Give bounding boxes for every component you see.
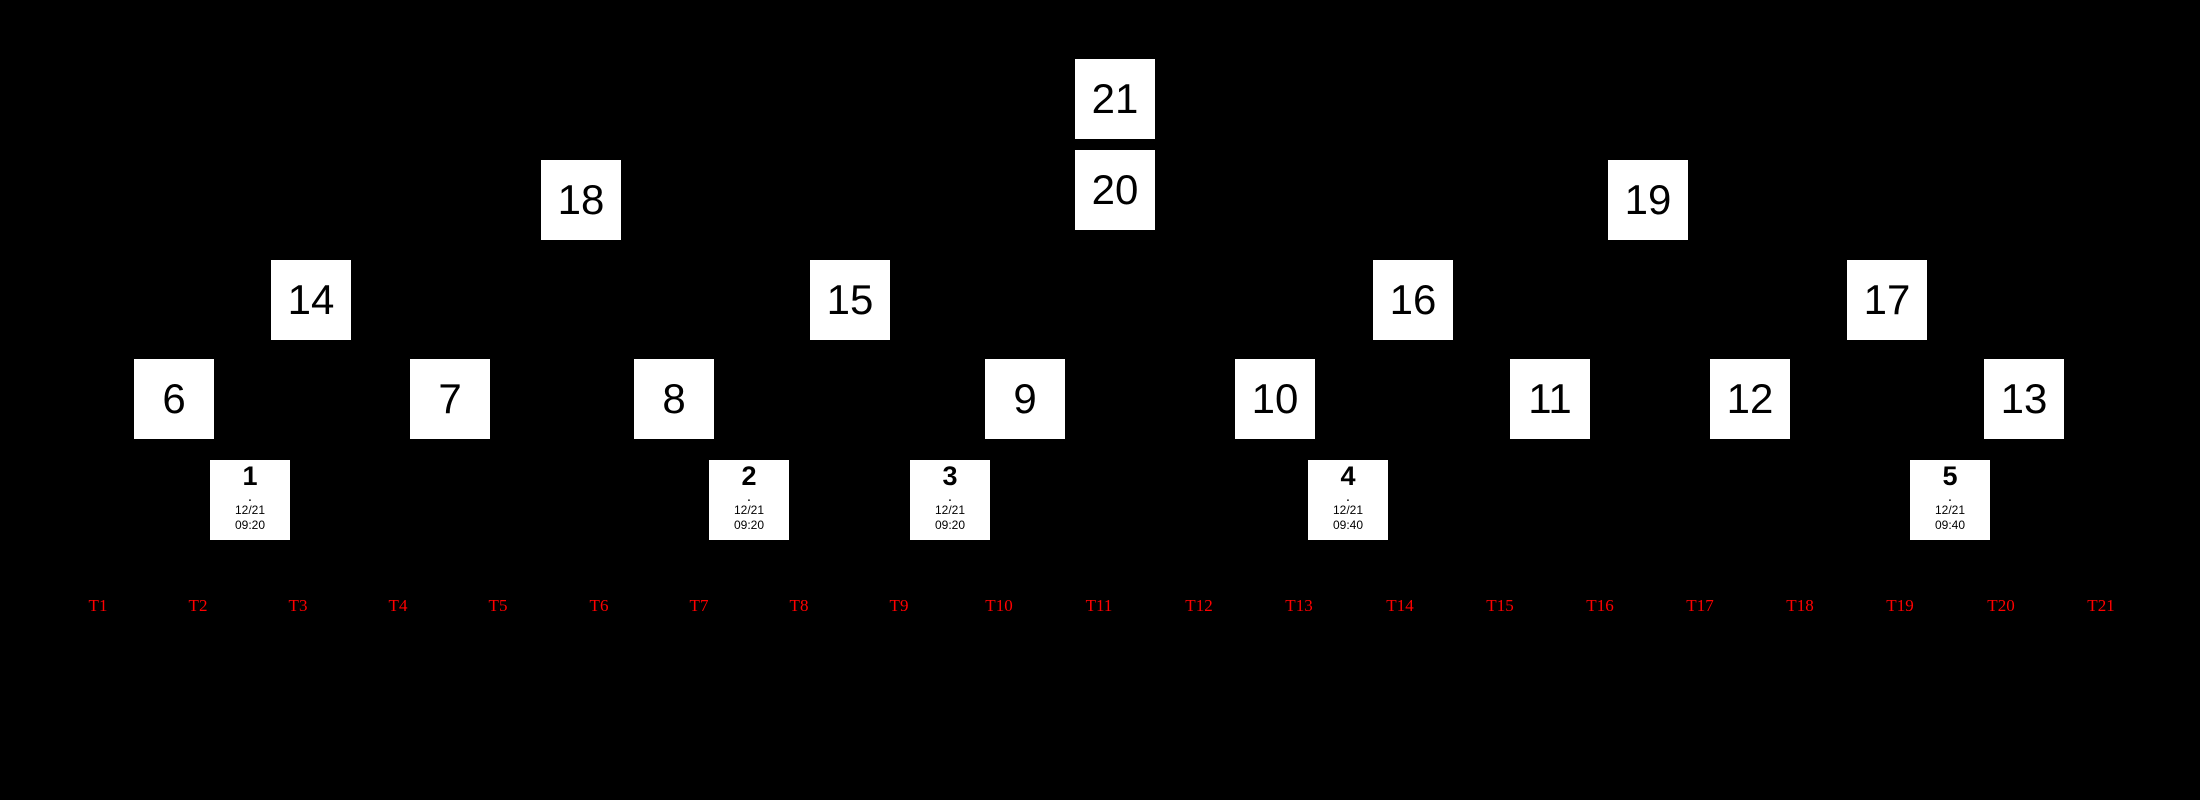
node-10-number: 10 [1251, 375, 1299, 422]
tree-node-17: 17 [1847, 260, 1927, 340]
x-tick-T3: T3 [288, 596, 308, 615]
x-tick-T2: T2 [188, 596, 208, 615]
node-2-time: 09:20 [733, 518, 765, 532]
x-tick-T8: T8 [789, 596, 809, 615]
x-tick-T18: T18 [1786, 596, 1814, 615]
x-tick-T19: T19 [1886, 596, 1914, 615]
node-4-time: 09:40 [1332, 518, 1364, 532]
tree-node-9: 9 [985, 359, 1065, 439]
tree-node-19: 19 [1608, 160, 1688, 240]
node-5-number: 5 [1942, 461, 1958, 491]
node-4-number: 4 [1340, 461, 1356, 491]
node-5-dot: . [1947, 488, 1953, 505]
node-1-time: 09:20 [234, 518, 266, 532]
node-5-date: 12/21 [1934, 503, 1966, 517]
x-tick-T13: T13 [1285, 596, 1313, 615]
tree-node-11: 11 [1510, 359, 1590, 439]
node-1-dot: . [247, 488, 253, 505]
node-19-number: 19 [1624, 176, 1672, 223]
node-1-number: 1 [242, 461, 258, 491]
node-7-number: 7 [438, 375, 462, 422]
node-20-number: 20 [1091, 166, 1139, 213]
tree-node-16: 16 [1373, 260, 1453, 340]
x-tick-T4: T4 [388, 596, 408, 615]
node-2-dot: . [746, 488, 752, 505]
x-tick-T21: T21 [2087, 596, 2115, 615]
tree-node-20: 20 [1075, 150, 1155, 230]
node-18-number: 18 [557, 176, 605, 223]
node-6-number: 6 [162, 375, 186, 422]
tree-node-10: 10 [1235, 359, 1315, 439]
node-4-date: 12/21 [1332, 503, 1364, 517]
node-16-number: 16 [1389, 276, 1437, 323]
tree-node-18: 18 [541, 160, 621, 240]
tree-node-14: 14 [271, 260, 351, 340]
tree-node-15: 15 [810, 260, 890, 340]
node-4-dot: . [1345, 488, 1351, 505]
node-3-dot: . [947, 488, 953, 505]
x-tick-T11: T11 [1085, 596, 1113, 615]
tree-node-8: 8 [634, 359, 714, 439]
x-tick-T20: T20 [1987, 596, 2015, 615]
tree-node-21: 21 [1075, 59, 1155, 139]
x-tick-T9: T9 [889, 596, 909, 615]
node-12-number: 12 [1726, 375, 1774, 422]
tree-node-12: 12 [1710, 359, 1790, 439]
x-tick-T1: T1 [88, 596, 108, 615]
node-9-number: 9 [1013, 375, 1037, 422]
x-tick-T5: T5 [488, 596, 508, 615]
tree-node-6: 6 [134, 359, 214, 439]
node-15-number: 15 [826, 276, 874, 323]
tree-node-7: 7 [410, 359, 490, 439]
node-11-number: 11 [1528, 375, 1572, 422]
x-tick-T16: T16 [1586, 596, 1614, 615]
node-2-number: 2 [741, 461, 757, 491]
node-13-number: 13 [2000, 375, 2048, 422]
node-8-number: 8 [662, 375, 686, 422]
x-tick-T6: T6 [589, 596, 609, 615]
x-tick-T17: T17 [1686, 596, 1714, 615]
node-3-number: 3 [942, 461, 958, 491]
x-tick-T12: T12 [1185, 596, 1213, 615]
node-3-date: 12/21 [934, 503, 966, 517]
x-tick-T15: T15 [1486, 596, 1514, 615]
node-21-number: 21 [1091, 75, 1139, 122]
tree-node-13: 13 [1984, 359, 2064, 439]
x-tick-T14: T14 [1386, 596, 1414, 615]
x-tick-T7: T7 [689, 596, 709, 615]
node-1-date: 12/21 [234, 503, 266, 517]
node-14-number: 14 [287, 276, 335, 323]
x-tick-T10: T10 [985, 596, 1013, 615]
node-2-date: 12/21 [733, 503, 765, 517]
node-3-time: 09:20 [934, 518, 966, 532]
node-5-time: 09:40 [1934, 518, 1966, 532]
node-17-number: 17 [1863, 276, 1911, 323]
